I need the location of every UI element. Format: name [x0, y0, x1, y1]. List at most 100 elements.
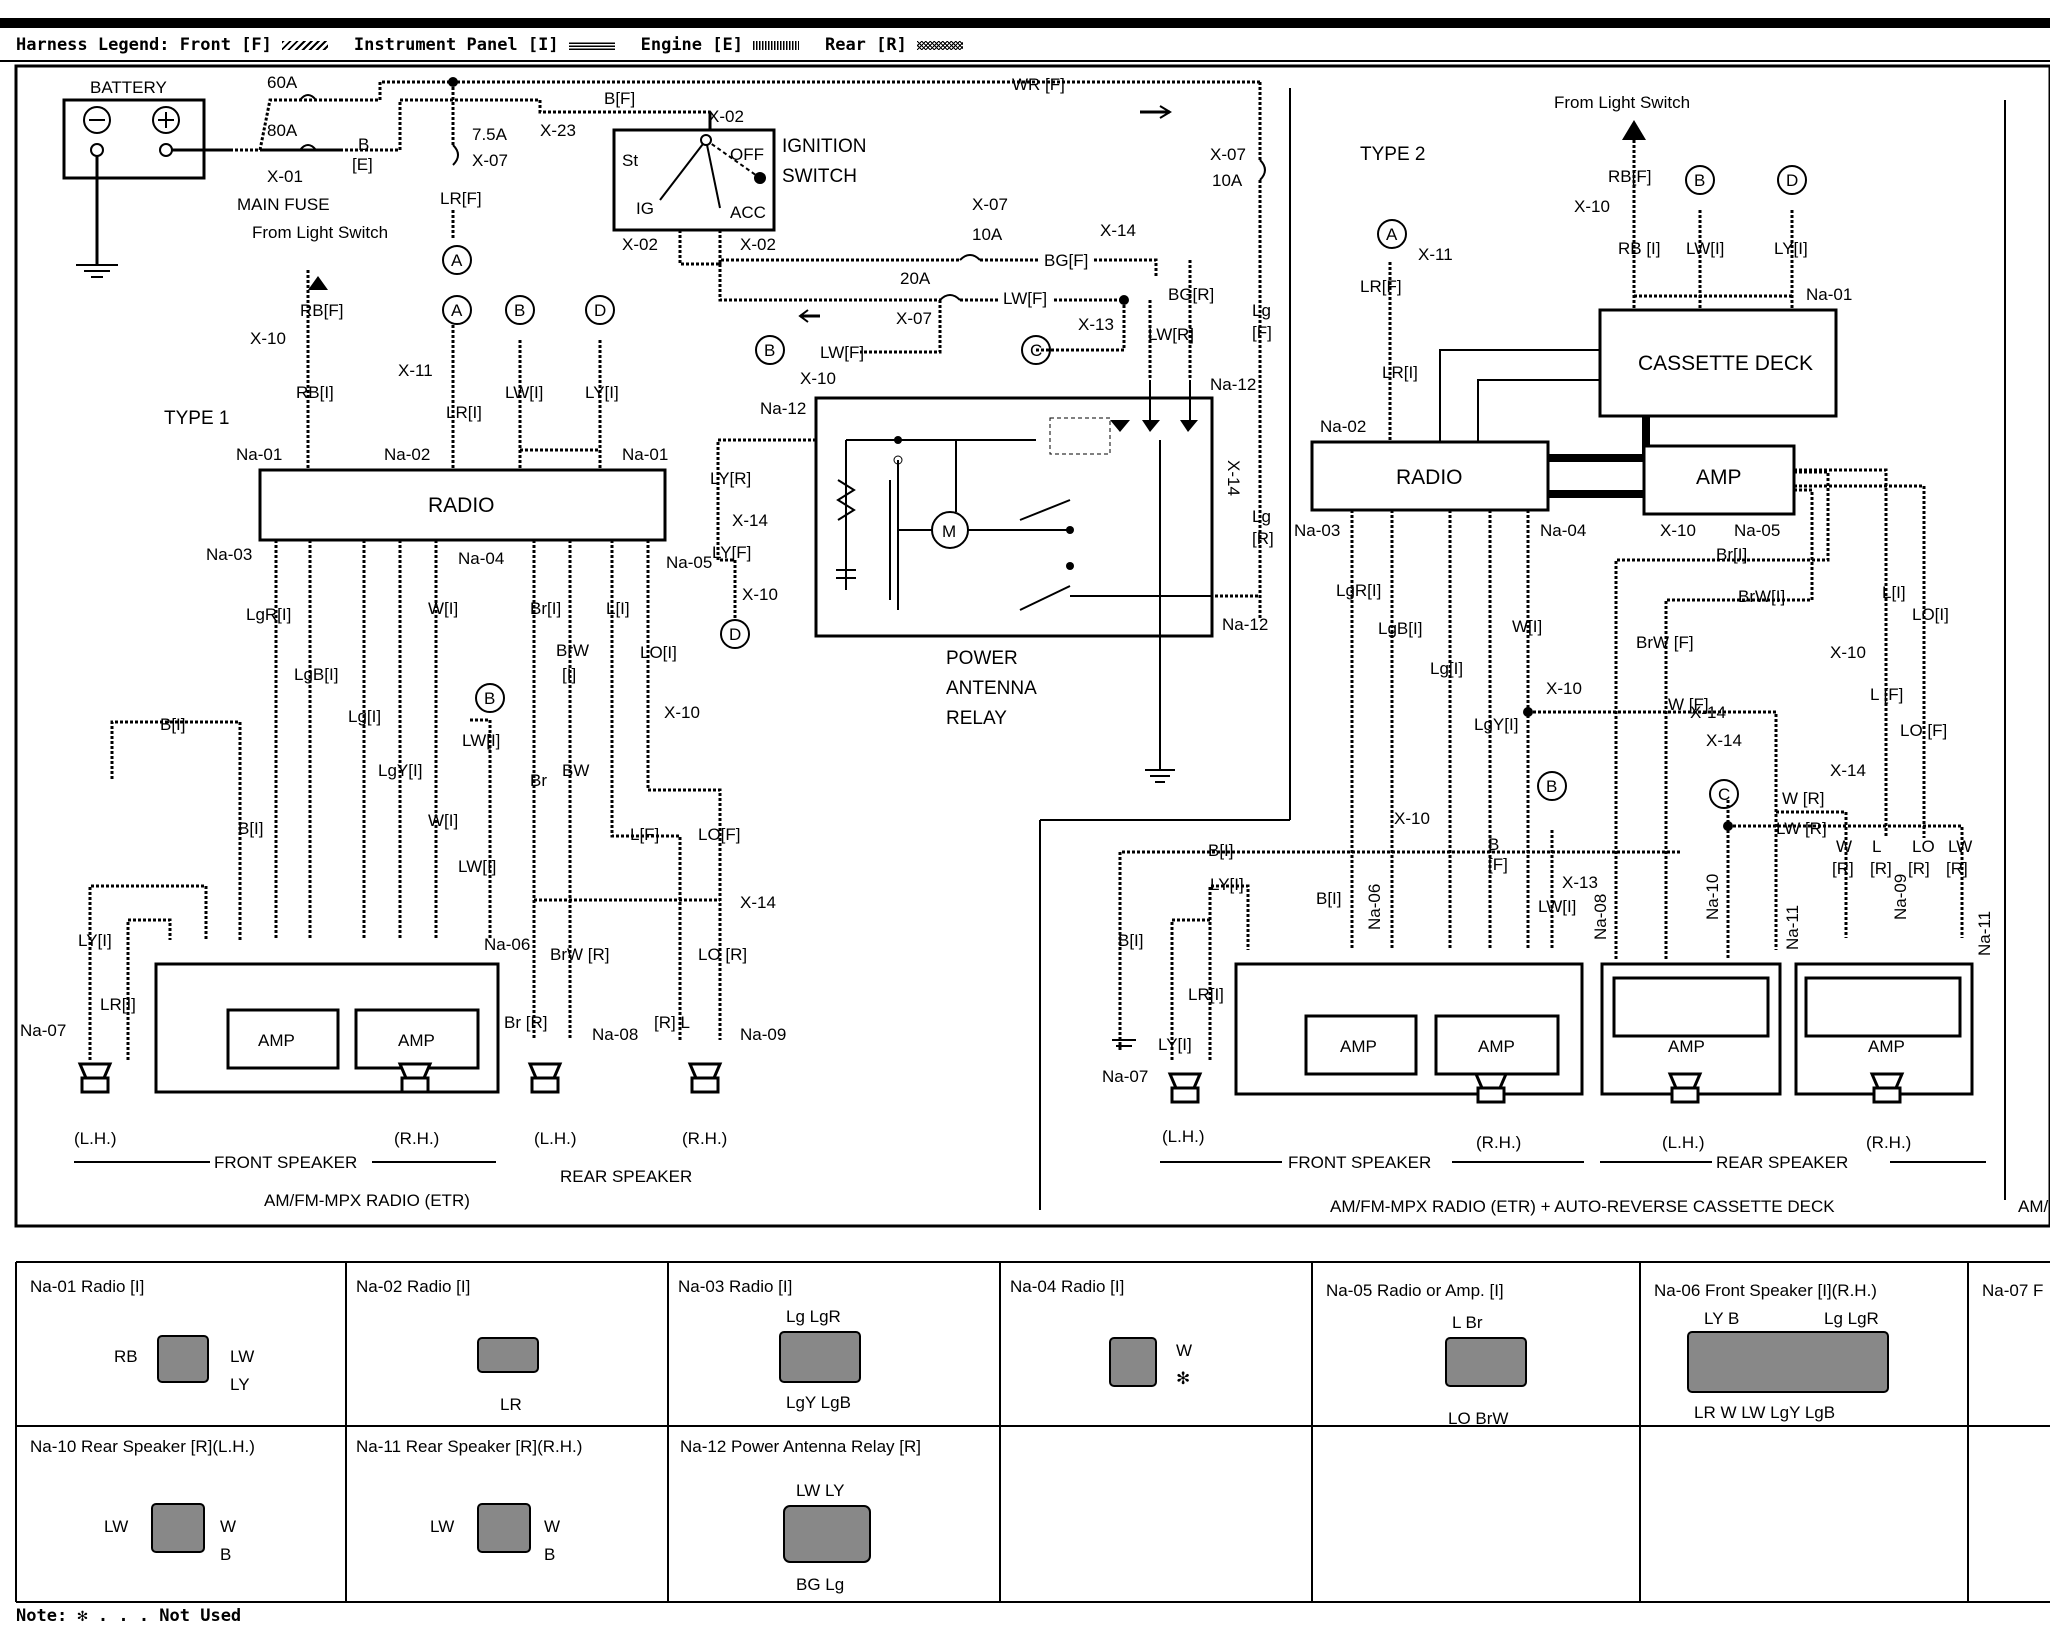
svg-text:LW[I]: LW[I] [458, 857, 496, 876]
svg-text:ACC: ACC [730, 203, 766, 222]
svg-text:BrW: BrW [556, 641, 589, 660]
svg-text:FRONT SPEAKER: FRONT SPEAKER [214, 1153, 357, 1172]
svg-text:[R]: [R] [1870, 859, 1892, 878]
svg-text:LgR[I]: LgR[I] [246, 605, 291, 624]
type1-radio-box [258, 468, 667, 542]
svg-text:X-14: X-14 [740, 893, 776, 912]
svg-text:Na-04: Na-04 [1540, 521, 1586, 540]
conn-na03-title: Na-03 Radio [I] [678, 1277, 792, 1296]
svg-text:(R.H.): (R.H.) [682, 1129, 727, 1148]
svg-text:X-14: X-14 [1100, 221, 1136, 240]
svg-text:BW: BW [562, 761, 589, 780]
svg-text:Na-03: Na-03 [206, 545, 252, 564]
svg-text:LO[I]: LO[I] [1912, 605, 1949, 624]
battery-label: BATTERY [90, 78, 167, 97]
svg-text:(R.H.): (R.H.) [1476, 1133, 1521, 1152]
svg-text:LW[I]: LW[I] [1686, 239, 1724, 258]
battery-positive-icon [152, 106, 180, 134]
svg-text:LR W LW LgY LgB: LR W LW LgY LgB [1694, 1403, 1835, 1422]
svg-text:LY[I]: LY[I] [1158, 1035, 1192, 1054]
cassette-deck-box [1598, 308, 1838, 418]
svg-text:REAR SPEAKER: REAR SPEAKER [1716, 1153, 1848, 1172]
svg-text:LY: LY [230, 1375, 250, 1394]
svg-text:LW[I]: LW[I] [505, 383, 543, 402]
svg-text:LY[F]: LY[F] [712, 543, 751, 562]
svg-text:60A: 60A [267, 73, 298, 92]
svg-text:X-11: X-11 [398, 361, 433, 380]
connector-table: Na-01 Radio [I] RB LW LY Na-02 Radio [I]… [15, 1261, 2050, 1603]
type1-amp-left [226, 1008, 340, 1070]
svg-text:Na-01: Na-01 [622, 445, 668, 464]
svg-text:RADIO: RADIO [1396, 466, 1463, 489]
svg-text:IGNITION: IGNITION [782, 136, 866, 157]
ref-d-marker [1777, 165, 1807, 195]
svg-text:AM/FM-MPX RADIO (ETR) + AUTO-R: AM/FM-MPX RADIO (ETR) + AUTO-REVERSE CAS… [1330, 1197, 1835, 1216]
top-rule [0, 18, 2050, 28]
svg-text:TYPE 1: TYPE 1 [164, 408, 229, 429]
svg-text:B: B [764, 341, 775, 360]
svg-text:Na-12: Na-12 [760, 399, 806, 418]
footnote: Note: ✻ . . . Not Used [16, 1606, 242, 1626]
svg-text:Na-12: Na-12 [1210, 375, 1256, 394]
svg-text:[F]: [F] [1252, 323, 1272, 342]
svg-text:POWER: POWER [946, 648, 1018, 669]
svg-text:L[F]: L[F] [630, 825, 659, 844]
svg-text:X-02: X-02 [740, 235, 776, 254]
svg-text:X-07: X-07 [972, 195, 1008, 214]
relay-box [814, 396, 1214, 638]
svg-text:Na-09: Na-09 [1891, 874, 1910, 920]
svg-text:W: W [220, 1517, 236, 1536]
svg-text:LR[F]: LR[F] [1360, 277, 1402, 296]
svg-text:(R.H.): (R.H.) [394, 1129, 439, 1148]
svg-text:From Light Switch: From Light Switch [1554, 93, 1690, 112]
svg-text:Lg LgR: Lg LgR [1824, 1309, 1879, 1328]
svg-text:BG[F]: BG[F] [1044, 251, 1088, 270]
svg-text:W: W [544, 1517, 560, 1536]
svg-text:X-02: X-02 [622, 235, 658, 254]
svg-text:A: A [1386, 225, 1398, 244]
legend-engine: Engine [E] [640, 35, 743, 55]
type1-radio-circuit: TYPE 1 RADIO RB[F] X-10 RB[I] Na-01 X-11… [20, 270, 786, 1210]
svg-text:X-14: X-14 [1690, 703, 1726, 722]
conn-na12-icon [783, 1505, 871, 1563]
svg-text:SWITCH: SWITCH [782, 166, 857, 187]
svg-text:BrW[I]: BrW[I] [1738, 587, 1785, 606]
battery: BATTERY [62, 78, 230, 278]
battery-box [62, 98, 206, 180]
svg-text:X-02: X-02 [708, 107, 744, 126]
conn-na04-icon [1109, 1337, 1157, 1387]
svg-text:B[I]: B[I] [1316, 889, 1342, 908]
svg-text:LW: LW [1948, 837, 1972, 856]
diagram-frame [14, 64, 2050, 1228]
svg-text:B[F]: B[F] [604, 89, 635, 108]
ref-b-marker [1685, 165, 1715, 195]
svg-text:X-13: X-13 [1562, 873, 1598, 892]
svg-text:LW[I]: LW[I] [462, 731, 500, 750]
type2-radio-box [1310, 440, 1550, 512]
svg-text:W[I]: W[I] [428, 811, 458, 830]
svg-text:LO BrW: LO BrW [1448, 1409, 1508, 1428]
svg-text:20A: 20A [900, 269, 931, 288]
svg-text:X-01: X-01 [267, 167, 303, 186]
svg-text:B: B [1694, 171, 1705, 190]
conn-na10-icon [151, 1503, 205, 1553]
svg-text:D: D [729, 625, 741, 644]
svg-text:BG[R]: BG[R] [1168, 285, 1214, 304]
svg-text:LW LY: LW LY [796, 1481, 845, 1500]
svg-text:B: B [544, 1545, 555, 1564]
svg-text:CASSETTE DECK: CASSETTE DECK [1638, 352, 1813, 375]
conn-na02-icon [477, 1337, 539, 1373]
svg-text:LY[I]: LY[I] [78, 931, 112, 950]
svg-text:[R]: [R] [1252, 529, 1274, 548]
svg-text:RB[I]: RB[I] [296, 383, 334, 402]
svg-text:AMP: AMP [398, 1031, 435, 1050]
svg-text:Lg: Lg [1252, 301, 1271, 320]
fuse-x07-7-5a: 7.5A X-07 LR[F] [440, 82, 508, 240]
ign-feeds: X-07 10A BG[F] X-14 20A X-07 LW[F] X-13 … [718, 195, 1256, 394]
svg-text:D: D [1786, 171, 1798, 190]
ignition-switch-box [612, 128, 776, 232]
ref-d-marker [585, 295, 615, 325]
ref-a-marker [1377, 219, 1407, 249]
ref-a-marker [442, 295, 472, 325]
